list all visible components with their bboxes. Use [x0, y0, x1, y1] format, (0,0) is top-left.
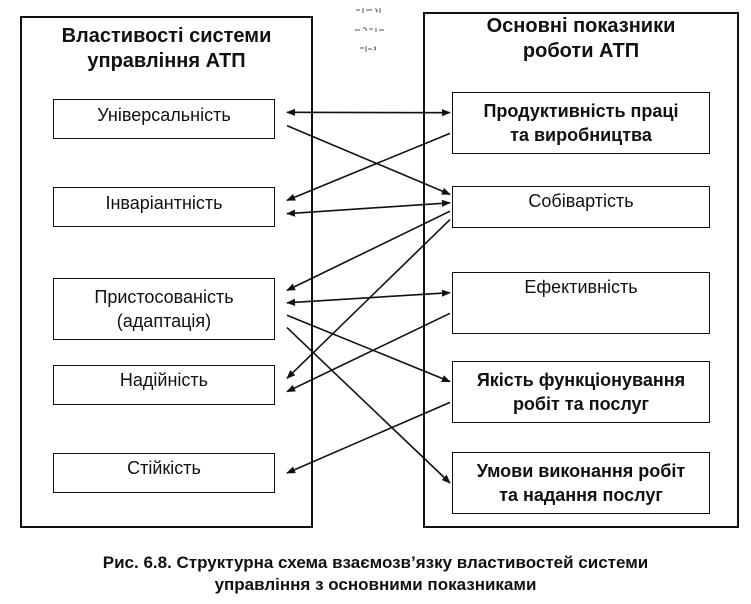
library-stamp-mark [355, 8, 384, 52]
connector-arrow-5-4 [286, 401, 451, 474]
connector-arrow-1-2 [286, 124, 451, 196]
connector-arrow-3-2 [286, 210, 451, 292]
connector-arrow-4-3 [286, 312, 451, 393]
connector-arrow-3-4 [286, 314, 451, 383]
indicator-box-conditions: Умови виконання робіт та надання послуг [452, 452, 710, 514]
property-box-stability: Стійкість [53, 453, 275, 493]
indicator-box-productivity: Продуктивність праці та виробництва [452, 92, 710, 154]
property-box-reliability: Надійність [53, 365, 275, 405]
connector-arrow-2-2 [286, 199, 451, 217]
indicator-box-quality: Якість функціонування робіт та послуг [452, 361, 710, 423]
connector-arrow-2-1 [286, 132, 451, 202]
right-panel-title: Основні показники роботи АТП [486, 15, 676, 62]
indicator-box-cost: Собівартість [452, 186, 710, 228]
connector-arrow-3-3 [286, 289, 451, 306]
connector-arrow-4-2 [286, 219, 451, 379]
indicator-box-efficiency: Ефективність [452, 272, 710, 334]
property-box-adaptability: Пристосованість (адаптація) [53, 278, 275, 340]
figure-caption: Рис. 6.8. Структурна схема взаємозв’язку… [102, 553, 649, 594]
connector-arrow-3-5 [286, 327, 451, 484]
property-box-invariance: Інваріантність [53, 187, 275, 227]
left-panel-title: Властивості системи управління АТП [61, 25, 272, 72]
property-box-universality: Універсальність [53, 99, 275, 139]
